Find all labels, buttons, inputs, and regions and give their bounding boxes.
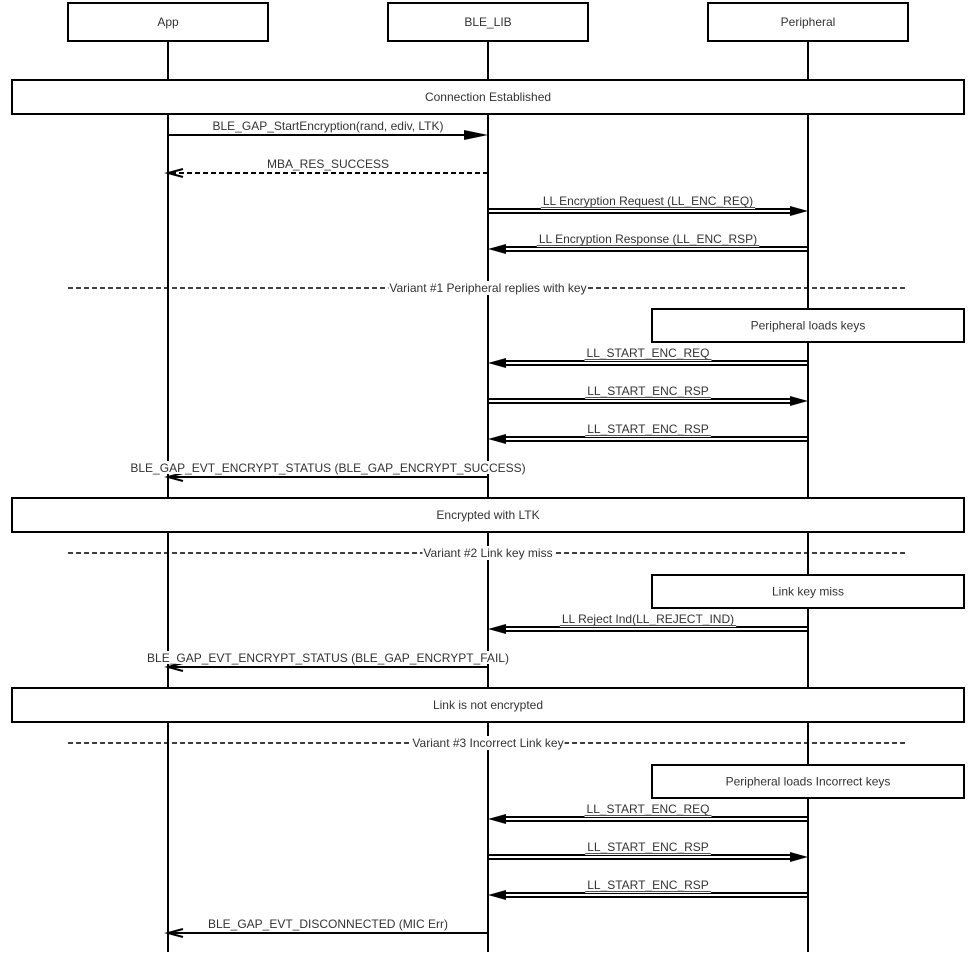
state-span-box [11,497,965,533]
participant-peripheral[interactable]: Peripheral [707,2,909,42]
message-arrow[interactable]: LL_START_ENC_REQ [488,801,808,824]
arrowhead-icon [790,396,808,406]
open-arrowhead-icon [164,168,184,178]
participant-label: Peripheral [781,15,836,29]
open-arrowhead-icon [164,928,184,938]
separator-label-bg [411,736,565,750]
arrowhead-icon [488,814,506,824]
open-arrowhead-icon [164,472,184,482]
message-arrow[interactable]: MBA_RES_SUCCESS [164,157,488,178]
note-peripheral[interactable]: Link key miss [651,574,965,609]
message-arrow[interactable]: BLE_GAP_EVT_ENCRYPT_STATUS (BLE_GAP_ENCR… [146,651,510,672]
separator-label: Variant #2 Link key miss [423,546,552,560]
message-label-bg [585,421,711,437]
variant-separator: Variant #3 Incorrect Link key [68,736,905,750]
message-label: BLE_GAP_EVT_ENCRYPT_STATUS (BLE_GAP_ENCR… [130,461,525,475]
state-span-label: Connection Established [425,90,551,104]
arrowhead-icon [488,434,506,444]
message-label-bg [584,345,712,361]
separator-label-bg [422,546,554,560]
message-label: LL_START_ENC_RSP [587,840,709,854]
note-peripheral[interactable]: Peripheral loads keys [651,308,965,343]
message-label: BLE_GAP_EVT_DISCONNECTED (MIC Err) [208,917,448,931]
message-label-bg [540,193,756,209]
participant-ble_lib[interactable]: BLE_LIB [387,2,589,42]
note-box [651,574,965,609]
message-label: BLE_GAP_StartEncryption(rand, ediv, LTK) [213,119,444,133]
message-label: LL Reject Ind(LL_REJECT_IND) [562,612,734,626]
state-span[interactable]: Connection Established [11,79,965,115]
message-label-bg [265,157,391,170]
message-label: LL_START_ENC_REQ [587,346,710,360]
message-arrow[interactable]: LL_START_ENC_RSP [488,839,808,862]
participant-app[interactable]: App [67,2,269,42]
state-span-box [11,79,965,115]
message-label-bg [211,119,445,132]
note-label: Peripheral loads keys [751,319,866,333]
participant-box [707,2,909,42]
message-arrow[interactable]: BLE_GAP_StartEncryption(rand, ediv, LTK) [168,119,488,140]
message-label: LL Encryption Request (LL_ENC_REQ) [543,194,753,208]
arrowhead-icon [488,624,506,634]
state-span[interactable]: Link is not encrypted [11,687,965,723]
note-label: Link key miss [772,585,844,599]
state-span[interactable]: Encrypted with LTK [11,497,965,533]
separator-label-bg [388,281,588,295]
participant-box [387,2,589,42]
note-box [651,308,965,343]
arrowhead-icon [464,130,488,140]
state-span-label: Encrypted with LTK [436,508,539,522]
message-label: BLE_GAP_EVT_ENCRYPT_STATUS (BLE_GAP_ENCR… [147,651,509,665]
message-label-bg [585,383,711,399]
message-arrow[interactable]: BLE_GAP_EVT_DISCONNECTED (MIC Err) [164,917,488,938]
note-label: Peripheral loads Incorrect keys [726,775,891,789]
variant-separator: Variant #1 Peripheral replies with key [68,281,905,295]
message-label-bg [536,231,760,247]
message-label-bg [129,461,527,474]
participant-label: App [157,15,179,29]
message-label: LL_START_ENC_RSP [587,422,709,436]
separator-label: Variant #3 Incorrect Link key [412,736,563,750]
message-arrow[interactable]: LL_START_ENC_RSP [488,421,808,444]
message-label-bg [584,801,712,817]
message-label-bg [146,651,510,664]
message-arrow[interactable]: LL Reject Ind(LL_REJECT_IND) [488,611,808,634]
note-peripheral[interactable]: Peripheral loads Incorrect keys [651,764,965,799]
message-arrow[interactable]: LL Encryption Request (LL_ENC_REQ) [488,193,808,216]
message-label: LL Encryption Response (LL_ENC_RSP) [539,232,757,246]
participant-label: BLE_LIB [464,15,511,29]
message-arrow[interactable]: LL_START_ENC_RSP [488,383,808,406]
message-arrow[interactable]: LL_START_ENC_REQ [488,345,808,368]
arrowhead-icon [488,358,506,368]
message-label-bg [206,917,450,930]
open-arrowhead-icon [164,662,184,672]
message-label: LL_START_ENC_RSP [587,878,709,892]
participant-box [67,2,269,42]
message-arrow[interactable]: BLE_GAP_EVT_ENCRYPT_STATUS (BLE_GAP_ENCR… [129,461,527,482]
variant-separator: Variant #2 Link key miss [68,546,905,560]
message-arrow[interactable]: LL_START_ENC_RSP [488,877,808,900]
message-arrow[interactable]: LL Encryption Response (LL_ENC_RSP) [488,231,808,254]
message-label-bg [585,839,711,855]
arrowhead-icon [790,852,808,862]
message-label-bg [559,611,737,627]
note-box [651,764,965,799]
message-label: LL_START_ENC_REQ [587,802,710,816]
message-label: MBA_RES_SUCCESS [267,157,389,171]
state-span-box [11,687,965,723]
arrowhead-icon [790,206,808,216]
arrowhead-icon [488,244,506,254]
message-label-bg [585,877,711,893]
arrowhead-icon [488,890,506,900]
message-label: LL_START_ENC_RSP [587,384,709,398]
separator-label: Variant #1 Peripheral replies with key [389,281,586,295]
state-span-label: Link is not encrypted [433,698,543,712]
